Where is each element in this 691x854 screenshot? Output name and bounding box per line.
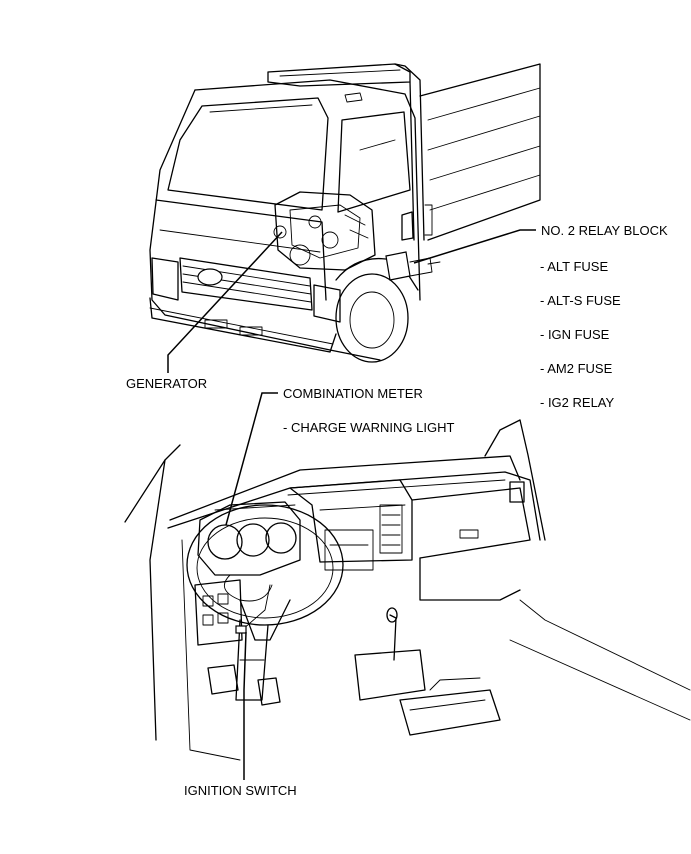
dashboard-drawing xyxy=(124,419,691,761)
ignition-switch-leader-line xyxy=(243,631,247,780)
generator-label: GENERATOR xyxy=(126,376,208,391)
relay-item-alt-fuse: - ALT FUSE xyxy=(540,259,609,274)
relay-item-am2-fuse: - AM2 FUSE xyxy=(540,361,613,376)
combination-meter-leader-line xyxy=(225,392,278,526)
combination-meter-label: COMBINATION METER xyxy=(283,386,423,401)
relay-block-label: NO. 2 RELAY BLOCK xyxy=(541,223,668,238)
relay-block-leader-line xyxy=(413,229,536,264)
relay-item-ig2-relay: - IG2 RELAY xyxy=(540,395,615,410)
ignition-switch-label: IGNITION SWITCH xyxy=(184,783,297,798)
charge-warning-light-label: - CHARGE WARNING LIGHT xyxy=(283,420,455,435)
generator-leader-line xyxy=(167,231,283,373)
relay-item-alt-s-fuse: - ALT-S FUSE xyxy=(540,293,621,308)
relay-item-ign-fuse: - IGN FUSE xyxy=(540,327,610,342)
truck-drawing xyxy=(149,63,541,363)
